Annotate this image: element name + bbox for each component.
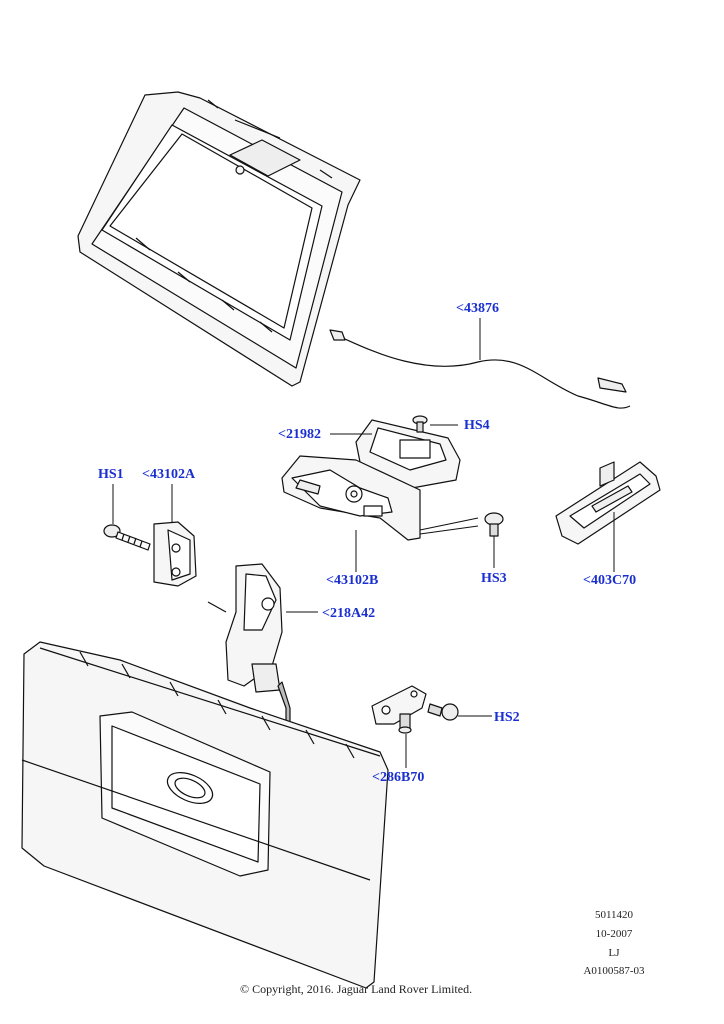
hs3-bolt [484,512,504,537]
callout-43102a[interactable]: <43102A [142,467,196,482]
lower-striker [371,685,427,734]
copyright-notice: © Copyright, 2016. Jaguar Land Rover Lim… [240,982,473,996]
latch-actuator [207,563,291,731]
leader-lines [112,318,615,768]
callout-403c70[interactable]: <403C70 [583,573,637,588]
hs4-bolt [412,415,428,433]
striker-plate [555,461,661,545]
hs2-bolt [427,703,459,721]
callout-286b70[interactable]: <286B70 [372,770,425,785]
lower-tailgate [21,641,389,989]
hs1-screw [103,524,151,551]
callout-43102b[interactable]: <43102B [326,573,379,588]
drawing-number: 5011420 [594,909,634,921]
drawing-date: 10-2007 [595,928,633,940]
callout-218a42[interactable]: <218A42 [322,606,376,621]
callout-hs3[interactable]: HS3 [481,571,507,586]
callout-43876[interactable]: <43876 [456,301,499,316]
latch-assembly [281,419,461,541]
callout-21982[interactable]: <21982 [278,427,321,442]
callout-hs2[interactable]: HS2 [494,710,520,725]
drawing-reference: A0100587-03 [583,965,645,977]
release-cable [329,329,631,409]
drawing-model-code: LJ [608,947,620,959]
callout-hs1[interactable]: HS1 [98,467,124,482]
callout-hs4[interactable]: HS4 [464,418,490,433]
latch-bracket [153,521,197,587]
upper-tailgate-frame [77,91,361,387]
